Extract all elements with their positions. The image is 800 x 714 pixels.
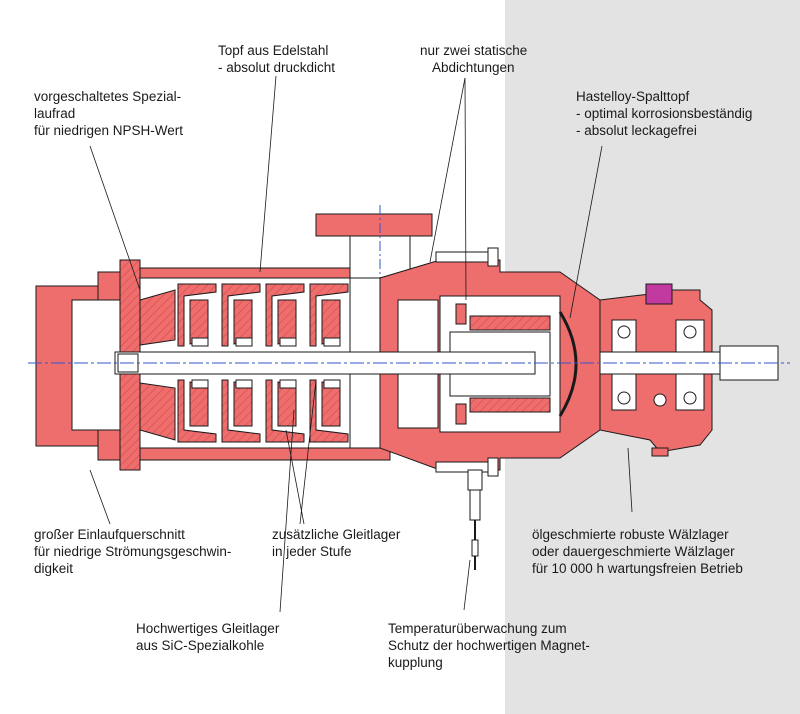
- callout-line: Topf aus Edelstahl: [218, 43, 329, 58]
- callout-line: laufrad: [34, 106, 76, 121]
- impeller-stage-part: [279, 337, 297, 347]
- impeller-stage-part: [189, 299, 209, 345]
- callout-line: für niedrigen NPSH-Wert: [34, 123, 184, 138]
- impeller-stage-part: [265, 283, 305, 347]
- callout-line: aus SiC-Spezialkohle: [136, 638, 265, 653]
- callout-waelzlager: ölgeschmierte robuste Wälzlager oder dau…: [532, 526, 743, 577]
- callout-spalttopf: Hastelloy-Spalttopf - optimal korrosions…: [576, 88, 752, 139]
- roller-bearings: [617, 325, 697, 407]
- callout-abdichtungen: nur zwei statische Abdichtungen: [420, 42, 527, 76]
- callout-line: kupplung: [388, 655, 443, 670]
- callout-line: für 10 000 h wartungsfreien Betrieb: [532, 561, 743, 576]
- callout-line: Temperaturüberwachung zum: [388, 621, 567, 636]
- impeller-stage-part: [235, 337, 253, 347]
- impeller-stage-part: [279, 379, 297, 389]
- callout-line: oder dauergeschmierte Wälzlager: [532, 544, 735, 559]
- impeller-stage-part: [235, 379, 253, 389]
- callout-line: nur zwei statische: [420, 43, 528, 58]
- impeller-stage-part: [177, 283, 217, 347]
- callout-line: großer Einlaufquerschnitt: [34, 527, 185, 542]
- callout-temperatur: Temperaturüberwachung zum Schutz der hoc…: [388, 620, 590, 671]
- callout-line: Hochwertiges Gleitlager: [136, 621, 280, 636]
- callout-topf: Topf aus Edelstahl - absolut druckdicht: [218, 42, 335, 76]
- callout-einlauf: großer Einlaufquerschnitt für niedrige S…: [34, 526, 231, 577]
- callout-line: digkeit: [34, 561, 74, 576]
- callout-line: - optimal korrosionsbeständig: [576, 106, 753, 121]
- impeller-stage-part: [191, 379, 209, 389]
- impeller-stage-part: [221, 283, 261, 347]
- callout-line: ölgeschmierte robuste Wälzlager: [532, 527, 729, 542]
- callout-line: Abdichtungen: [432, 60, 515, 75]
- leader-lines: [89, 75, 633, 613]
- callout-laufrad: vorgeschaltetes Spezial- laufrad für nie…: [34, 88, 183, 139]
- callout-line: Hastelloy-Spalttopf: [576, 89, 690, 104]
- impeller-stage-part: [233, 299, 253, 345]
- impeller-stage-part: [265, 379, 305, 443]
- callout-line: vorgeschaltetes Spezial-: [34, 89, 182, 104]
- callout-gleitlager-stufe: zusätzliche Gleitlager in jeder Stufe: [272, 526, 400, 560]
- impeller-stage-part: [323, 337, 341, 347]
- callout-line: für niedrige Strömungsgeschwin-: [34, 544, 232, 559]
- callout-line: - absolut leckagefrei: [576, 123, 697, 138]
- impeller-stage-part: [321, 381, 341, 427]
- impeller-stage-part: [323, 379, 341, 389]
- callout-line: - absolut druckdicht: [218, 60, 336, 75]
- temperature-probe: [467, 469, 483, 570]
- impeller-stage-part: [233, 381, 253, 427]
- impeller-stages: [177, 283, 349, 443]
- callout-line: zusätzliche Gleitlager: [272, 527, 401, 542]
- callout-line: Schutz der hochwertigen Magnet-: [388, 638, 590, 653]
- impeller-stage-part: [191, 337, 209, 347]
- oil-filler-plug: [645, 283, 673, 305]
- impeller-stage-part: [189, 381, 209, 427]
- impeller-stage-part: [177, 379, 217, 443]
- impeller-stage-part: [309, 283, 349, 347]
- inducer-impeller: [139, 289, 176, 441]
- impeller-stage-part: [277, 299, 297, 345]
- impeller-stage-part: [321, 299, 341, 345]
- suction-flange: [35, 259, 141, 471]
- callout-line: in jeder Stufe: [272, 544, 352, 559]
- callout-gleitlager-sic: Hochwertiges Gleitlager aus SiC-Spezialk…: [136, 620, 279, 654]
- impeller-stage-part: [221, 379, 261, 443]
